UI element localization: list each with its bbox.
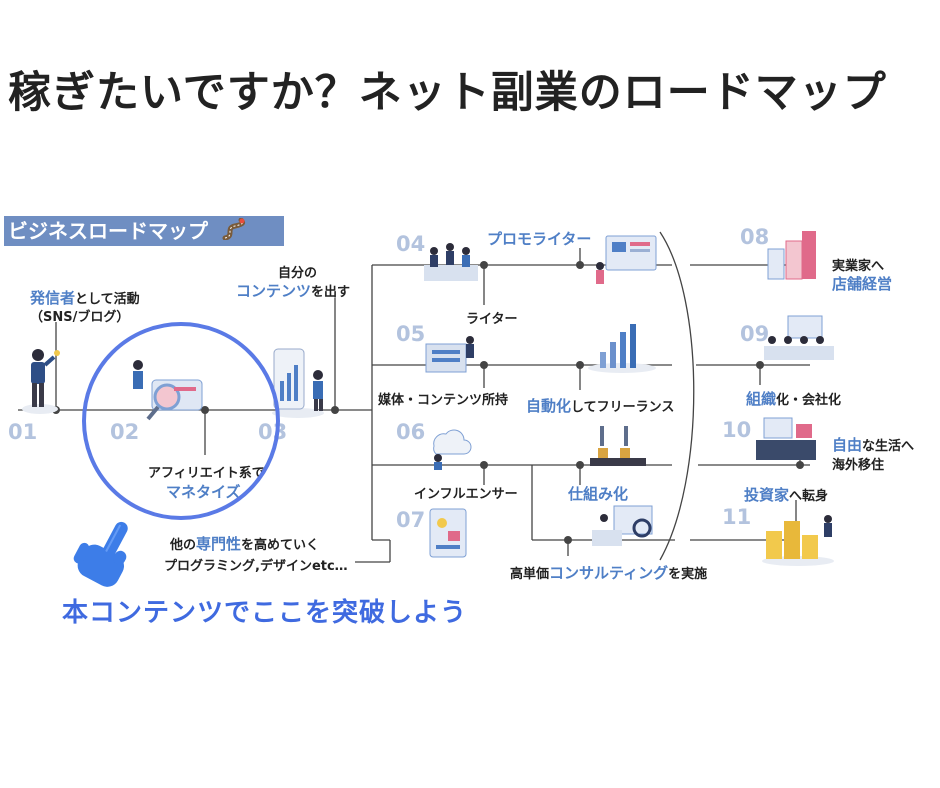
step-01-label: 発信者として活動 bbox=[30, 287, 140, 308]
step-number-07: 07 bbox=[396, 508, 426, 532]
step-number-08: 08 bbox=[740, 225, 770, 249]
step-04-label: ライター bbox=[466, 312, 518, 327]
consulting-label-highlight: コンサルティング bbox=[549, 564, 669, 582]
smartphone-illustration bbox=[272, 348, 324, 418]
bar-chart-illustration bbox=[588, 324, 656, 373]
consulting-label: 高単価コンサルティングを実施 bbox=[510, 562, 707, 583]
server-illustration bbox=[425, 336, 474, 373]
step-09-label: 組織化・会社化 bbox=[746, 388, 841, 409]
person-speaking-illustration bbox=[22, 349, 60, 414]
remote-desk-illustration bbox=[756, 417, 816, 460]
gold-coins-illustration bbox=[762, 515, 834, 566]
step-05-label: 媒体・コンテンツ所持 bbox=[378, 393, 509, 408]
step-03-label: コンテンツを出す bbox=[236, 280, 350, 301]
assembly-line-illustration bbox=[590, 426, 646, 466]
step-number-10: 10 bbox=[722, 418, 752, 442]
step-03-label-highlight: コンテンツ bbox=[236, 282, 312, 300]
step-10-sublabel: 海外移住 bbox=[832, 458, 885, 473]
banner-label: ビジネスロードマップ bbox=[8, 219, 208, 243]
promo-screen-illustration bbox=[596, 235, 657, 284]
step-04-branch-label: プロモライター bbox=[487, 230, 592, 248]
step-05-branch-rest: してフリーランス bbox=[571, 400, 675, 415]
pointing-hand-icon bbox=[73, 521, 128, 587]
step-11-label-highlight: 投資家 bbox=[744, 486, 790, 504]
step-09-label-rest: 化・会社化 bbox=[776, 393, 842, 408]
cloud-upload-illustration bbox=[433, 429, 472, 470]
office-team-illustration bbox=[764, 315, 834, 360]
step-number-05: 05 bbox=[396, 322, 426, 346]
step-05-branch-label: 自動化してフリーランス bbox=[526, 395, 674, 416]
step-06-label: インフルエンサー bbox=[414, 487, 518, 502]
step-10-label-highlight: 自由 bbox=[832, 436, 863, 454]
step-07-label-rest: を高めていく bbox=[241, 538, 320, 553]
store-building-illustration bbox=[767, 231, 816, 280]
step-01-label-rest: として活動 bbox=[75, 292, 140, 307]
step-06-branch-label: 仕組み化 bbox=[568, 485, 629, 503]
step-03-label-pre: 自分の bbox=[278, 266, 318, 281]
step-01-sublabel: （SNS/ブログ） bbox=[30, 310, 130, 325]
step-number-04: 04 bbox=[396, 232, 426, 256]
page-title: 稼ぎたいですか？ネット副業のロードマップ bbox=[8, 68, 887, 118]
step-07-label: 他の専門性を高めていく bbox=[170, 533, 319, 554]
step-11-label-rest: へ転身 bbox=[789, 489, 829, 504]
meeting-illustration bbox=[424, 243, 478, 281]
step-11-label: 投資家へ転身 bbox=[744, 484, 828, 505]
road-icon bbox=[221, 217, 247, 248]
step-number-06: 06 bbox=[396, 420, 426, 444]
consulting-label-pre: 高単価 bbox=[510, 567, 550, 582]
step-07-sublabel: プログラミング,デザインetc… bbox=[164, 559, 348, 574]
step-10-label-rest: な生活へ bbox=[862, 439, 915, 454]
step-07-label-pre: 他の bbox=[170, 538, 197, 553]
step-01-label-highlight: 発信者 bbox=[30, 289, 76, 307]
step-08-label: 実業家へ bbox=[832, 259, 885, 274]
design-tablet-illustration bbox=[429, 508, 467, 558]
step-08-label-highlight: 店舗経営 bbox=[832, 275, 893, 293]
highlight-circle bbox=[82, 322, 280, 520]
step-05-branch-highlight: 自動化 bbox=[526, 397, 572, 415]
step-03-label-rest: を出す bbox=[311, 285, 351, 300]
step-09-label-highlight: 組織 bbox=[746, 390, 777, 408]
call-to-action-text: 本コンテンツでここを突破しよう bbox=[62, 598, 468, 628]
consulting-illustration bbox=[592, 505, 653, 546]
consulting-label-rest: を実施 bbox=[668, 567, 708, 582]
step-10-label: 自由な生活へ bbox=[832, 434, 914, 455]
step-number-09: 09 bbox=[740, 322, 770, 346]
step-number-01: 01 bbox=[8, 420, 38, 444]
step-07-label-highlight: 専門性 bbox=[196, 535, 242, 553]
step-number-11: 11 bbox=[722, 505, 752, 529]
roadmap-banner: ビジネスロードマップ bbox=[4, 216, 284, 246]
